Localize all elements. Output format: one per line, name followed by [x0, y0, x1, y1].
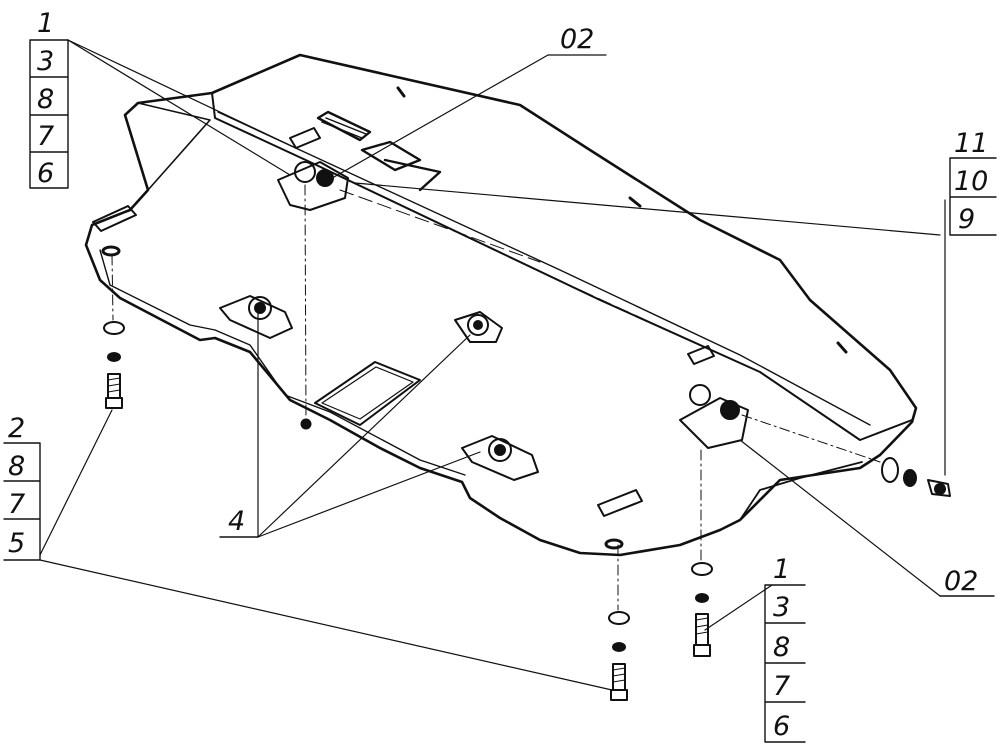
leader-middle-3	[257, 451, 481, 538]
callout-label: 1	[37, 8, 54, 39]
leader-top-left	[67, 39, 301, 151]
slot	[836, 341, 848, 354]
plate-center-line	[339, 189, 541, 263]
plate-rear-ridge	[211, 92, 913, 441]
callout-label: 8	[8, 451, 25, 482]
callout-label: 3	[773, 592, 790, 623]
fastener-stack-right	[691, 449, 713, 657]
leader-right	[354, 182, 941, 236]
callout-label: 9	[958, 204, 975, 235]
plate-rear-ridge-inner	[217, 111, 871, 426]
callout-label: 11	[954, 128, 988, 159]
leader-top-center	[319, 54, 549, 186]
bolt-icon	[105, 373, 123, 409]
callout-label: 4	[228, 506, 245, 537]
plate-access-window	[314, 361, 421, 426]
washer-icon	[881, 457, 899, 483]
callout-middle: 4	[219, 506, 259, 538]
callout-label: 02	[944, 566, 978, 597]
plate-left-fold	[137, 102, 211, 191]
leader-bottom-left-2	[39, 559, 613, 691]
washer-icon	[612, 642, 626, 652]
washer-icon	[691, 562, 713, 576]
callout-bottom-right-code: 02	[939, 566, 995, 597]
marker-dot	[300, 418, 312, 430]
callout-label: 7	[773, 671, 790, 702]
callout-label: 6	[37, 158, 54, 189]
tab	[687, 345, 715, 365]
nut-icon	[219, 295, 539, 481]
slot	[101, 245, 121, 257]
mounting-tabs	[92, 127, 715, 517]
callout-label: 7	[8, 489, 25, 520]
callout-table-bottom-right: 1 3 8 7 6	[764, 554, 806, 743]
callout-label: 8	[773, 632, 790, 663]
washer-icon	[695, 593, 709, 603]
callout-label: 2	[8, 413, 25, 444]
washer-icon	[107, 352, 121, 362]
bracket-icon	[277, 161, 749, 449]
callout-label: 1	[773, 554, 790, 585]
tab	[289, 127, 321, 149]
nut-icon	[927, 479, 951, 497]
callout-label: 3	[37, 46, 54, 77]
center-line-bracket	[304, 184, 307, 421]
fastener-stack-center	[608, 544, 630, 701]
plate-outline	[84, 53, 918, 557]
leader-top-left-2	[67, 39, 291, 176]
bolt-icon	[693, 613, 711, 657]
plate-slots	[101, 86, 848, 550]
callout-label: 5	[8, 528, 25, 559]
leader-bottom-right	[704, 584, 773, 631]
slot	[628, 196, 642, 208]
washer-icon	[903, 469, 917, 487]
tab	[92, 205, 137, 232]
washer-icon	[103, 321, 125, 335]
callout-label: 8	[37, 84, 54, 115]
callout-label: 7	[37, 121, 54, 152]
plate-front-fold	[99, 249, 466, 476]
plate-right-ear	[739, 461, 863, 521]
fastener-stack-left	[103, 254, 125, 409]
bolt-icon	[610, 663, 628, 701]
leader-middle-2	[257, 334, 471, 538]
washer-icon	[608, 611, 630, 625]
fastener-stack-side	[741, 414, 951, 497]
callout-label: 6	[773, 711, 790, 742]
callout-table-top-left: 1 3 8 7 6	[29, 8, 69, 189]
leader-lines	[39, 39, 946, 691]
plate-access-window-inner	[321, 366, 414, 420]
callout-label-top-center: 02	[560, 24, 594, 55]
callout-table-right: 11 10 9	[949, 128, 997, 236]
plate-center-line-2	[579, 289, 701, 346]
logo-mark-icon	[316, 110, 442, 192]
slot	[604, 538, 624, 550]
tab	[597, 489, 643, 517]
leader-bottom-left	[39, 409, 113, 556]
callout-table-bottom-left: 2 8 7 5	[3, 413, 41, 561]
callout-label: 10	[954, 166, 988, 197]
leader-bottom-right-code	[739, 439, 941, 597]
slot	[396, 86, 406, 98]
